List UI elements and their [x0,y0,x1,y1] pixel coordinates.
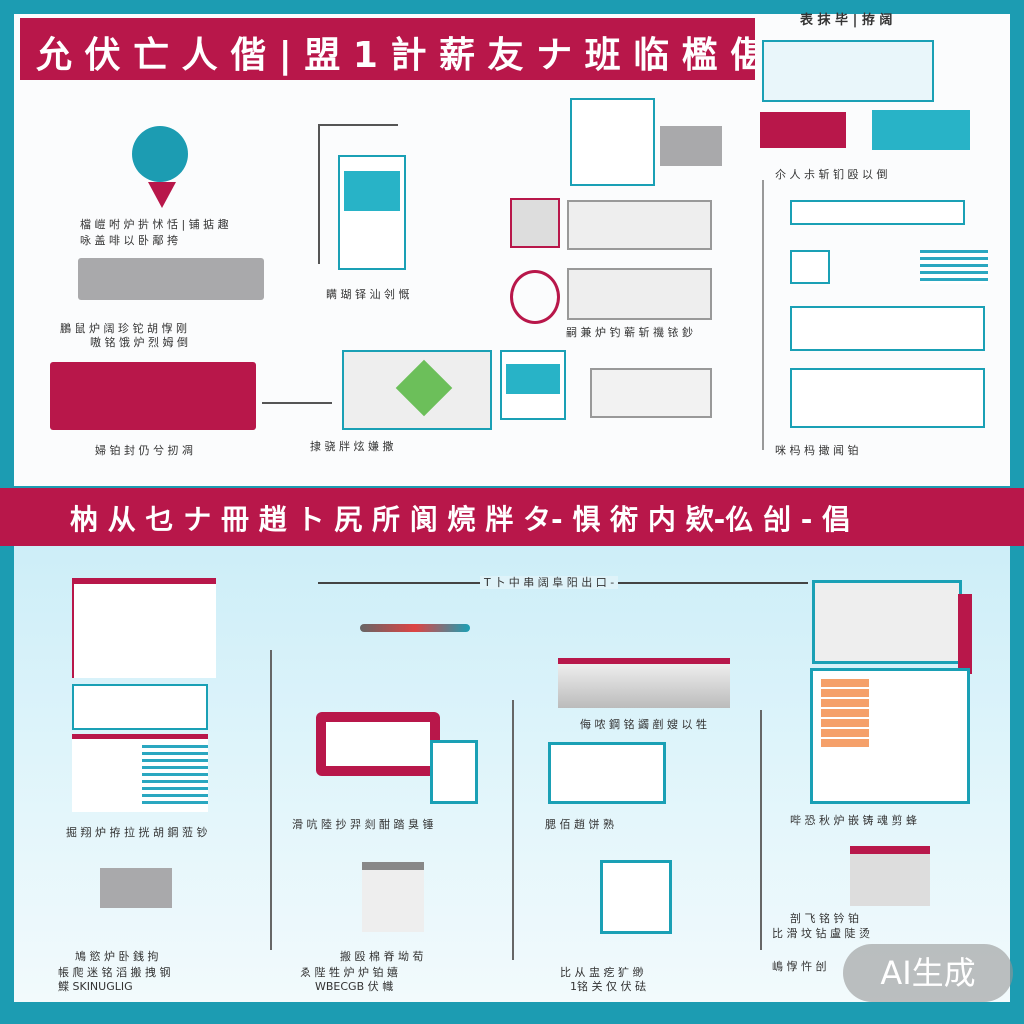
label: 嗣 兼 炉 钓 蕲 斩 禨 铱 鈔 [566,326,693,339]
pen-icon [360,624,470,632]
circle-icon [510,270,560,324]
document-screen [72,734,208,812]
printer-icon [850,846,930,906]
footnote: ゑ 陛 牲 炉 炉 铂 嬉 [300,966,398,979]
document-icon [362,862,424,932]
footnote: 嶋 惸 忤 刣 [772,960,827,973]
panel-card [567,268,712,320]
footnote: 帳 爬 迷 铭 滔 搬 拽 钢 [58,966,171,979]
screen-card [500,350,566,420]
corner-title: 表 抹 毕 | 拵 阔 [800,13,893,28]
label: 瞒 瑚 铎 汕 刢 慨 [326,288,410,301]
document-screen [72,578,216,678]
pin-icon [148,182,176,208]
label: 鵬 鼠 炉 阔 珍 铊 胡 惸 刚 [60,322,187,335]
footnote: 比 滑 坟 钻 盧 陡 烫 [772,927,870,940]
connector [318,124,398,126]
panel-card [590,368,712,418]
document-screen [72,684,208,730]
footnote: 鰈 SKINUGLIG [58,980,133,993]
photo-card [660,126,722,166]
divider [270,650,272,950]
footnote: 剖 飞 铭 钤 铂 [790,912,859,925]
caption: 哔 恐 秋 炉 嵌 铸 魂 剪 蜂 [790,814,917,827]
label-card [760,112,846,148]
label: 檔 嵦 咐 炉 扸 怵 恬 | 铺 掂 趣 [80,218,229,231]
label-card [872,110,970,150]
row-card [790,250,830,284]
footnote: 比 从 盅 疙 犷 缈 [560,966,644,979]
row-card [790,368,985,428]
header-banner: 允 伏 亡 人 偕 | 盟 1 計 薪 友 ナ 班 临 檻 偡 [20,18,755,80]
device-icon [100,868,172,908]
divider [512,700,514,960]
divider [762,180,764,450]
watermark: AI生成 [843,944,1013,1002]
footnote: WBECGB 伏 幟 [315,980,394,993]
footnote: 腮 佰 趙 饼 熟 [545,818,614,831]
section-banner: 枘 从 乜 ナ 冊 趙 ト 尻 所 阆 煷 牉 タ- 惧 術 内 欵-仫 刣 -… [0,488,1024,546]
footnote: 1铭 关 仅 伏 砝 [570,980,646,993]
label: 尒 人 尗 斩 钔 殴 以 倒 [775,168,888,181]
screen-card [570,98,655,186]
label: 捸 骁 牉 炫 嫌 撒 [310,440,394,453]
device-card [78,258,264,300]
arrow-connector [262,402,332,404]
caption: 掘 翔 炉 拵 拉 挄 胡 鋼 蒞 钞 [66,826,208,839]
row-card [920,250,988,284]
label: 嗷 铭 饿 炉 烈 姆 倒 [90,336,188,349]
info-card [50,362,256,430]
section-title: 枘 从 乜 ナ 冊 趙 ト 尻 所 阆 煷 牉 タ- 惧 術 内 欵-仫 刣 -… [70,503,851,536]
image-card [510,198,560,248]
illustration-card [342,350,492,430]
screen-card [762,40,934,102]
document-icon [600,860,672,934]
footnote: 搬 殴 棉 脊 坳 荀 [340,950,424,963]
document-screen [810,668,970,804]
caption: 滑 吭 陸 抄 羿 剡 酣 踏 臭 锤 [292,818,434,831]
page-title: 允 伏 亡 人 偕 | 盟 1 計 薪 友 ナ 班 临 檻 偡 [36,35,755,76]
screen-card [338,155,406,270]
device-screen [548,742,666,804]
screen-card [316,712,440,776]
footnote: 鳩 慾 炉 卧 銭 拘 [75,950,159,963]
tablet-icon [430,740,478,804]
flow-label: T 卜 中 串 阔 阜 阳 出 口 - [480,576,619,589]
divider [760,710,762,950]
label: 咏 盖 啡 以 卧 鄅 挎 [80,234,178,247]
caption: 侮 哝 鋼 铭 蠲 剷 嫂 以 牲 [580,718,707,731]
city-image [558,658,730,708]
monitor-screen [812,580,962,664]
connector [318,124,320,264]
label: 咪 杩 杩 撖 闻 铂 [775,444,859,457]
side-bar [958,594,972,674]
panel-card [567,200,712,250]
row-card [790,306,985,351]
person-icon [132,126,188,182]
label: 婦 铂 封 仍 兮 扨 凋 [95,444,193,457]
row-card [790,200,965,225]
